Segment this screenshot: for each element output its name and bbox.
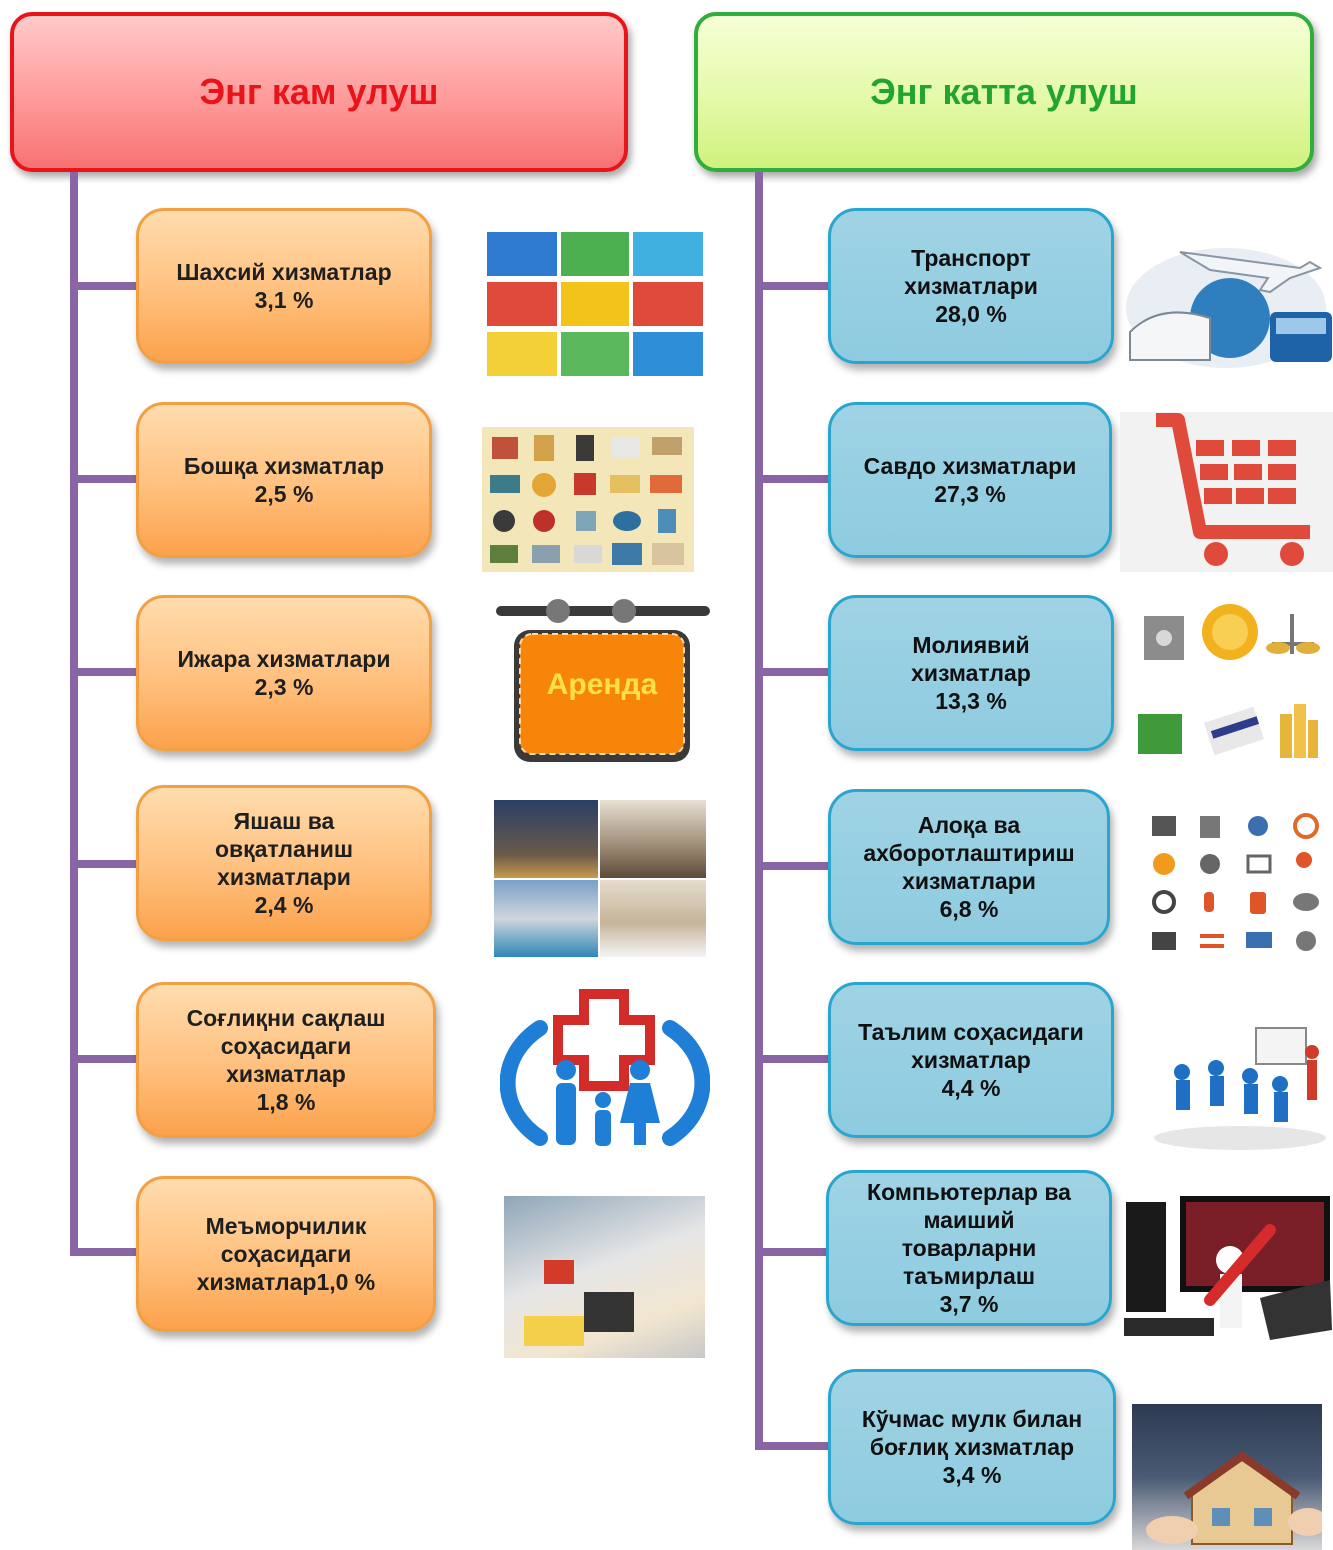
other-services-label: Бошқа хизматлар 2,5 % (183, 453, 385, 507)
repair-services-label: Компьютерлар ва маиший товарларни таъмир… (867, 1179, 1071, 1317)
right-connector-branch (755, 1248, 829, 1256)
washing-icon (487, 232, 557, 276)
healthcare-services-box: Соғлиқни сақлаш соҳасидаги хизматлар 1,8… (136, 982, 436, 1138)
hotel-photos (494, 800, 706, 957)
transport-picture (1120, 222, 1333, 377)
personal-services-label: Шахсий хизматлар 3,1 % (176, 259, 392, 313)
real-estate-services-label: Кўчмас мулк билан боғлиқ хизматлар 3,4 % (861, 1406, 1083, 1488)
accommodation-food-services-label: Яшаш ва овқатланиш хизматлари 2,4 % (214, 808, 354, 918)
hotel-exterior-photo (494, 800, 598, 878)
shopping-cart-picture (1120, 412, 1333, 572)
personal-services-box: Шахсий хизматлар 3,1 % (136, 208, 432, 364)
financial-icons (1132, 594, 1322, 774)
communication-services-label: Алоқа ва ахборотлаштириш хизматлари 6,8 … (863, 812, 1075, 922)
other-services-icons (482, 427, 694, 572)
header-largest-share: Энг катта улуш (694, 12, 1314, 172)
real-estate-services-box: Кўчмас мулк билан боғлиқ хизматлар 3,4 % (828, 1369, 1116, 1525)
hotel-room-photo (600, 880, 706, 957)
computer-repair-art (1124, 1196, 1332, 1340)
computer-repair-picture (1120, 1190, 1333, 1358)
financial-services-box: Молиявий хизматлар 13,3 % (828, 595, 1114, 751)
basket-icon (561, 332, 629, 376)
header-smallest-share: Энг кам улуш (10, 12, 628, 172)
financial-icons-art (1138, 604, 1320, 758)
repair-services-box: Компьютерлар ва маиший товарларни таъмир… (826, 1170, 1112, 1326)
left-connector-branch (70, 282, 138, 290)
financial-services-label: Молиявий хизматлар 13,3 % (911, 632, 1031, 714)
accommodation-food-services-box: Яшаш ва овқатланиш хизматлари 2,4 % (136, 785, 432, 941)
personal-services-icons (487, 232, 703, 376)
right-connector-branch (755, 668, 829, 676)
red-folder-icon (544, 1260, 574, 1284)
rent-sign-picture: Аренда (494, 594, 714, 770)
right-connector-branch (755, 1055, 829, 1063)
communication-services-box: Алоқа ва ахборотлаштириш хизматлари 6,8 … (828, 789, 1110, 945)
architecture-services-box: Меъморчилик соҳасидаги хизматлар1,0 % (136, 1176, 436, 1332)
header-smallest-share-label: Энг кам улуш (199, 71, 439, 112)
trade-services-box: Савдо хизматлари 27,3 % (828, 402, 1112, 558)
architecture-services-label: Меъморчилик соҳасидаги хизматлар1,0 % (196, 1213, 376, 1295)
healthcare-picture (500, 988, 710, 1158)
right-connector-branch (755, 282, 829, 290)
healthcare-services-label: Соғлиқни сақлаш соҳасидаги хизматлар 1,8… (186, 1005, 386, 1115)
right-connector-branch (755, 1442, 829, 1450)
jacket-icon (561, 282, 629, 326)
left-connector-branch (70, 1248, 138, 1256)
left-connector-branch (70, 475, 138, 483)
dryer-rack-icon (633, 282, 703, 326)
other-services-box: Бошқа хизматлар 2,5 % (136, 402, 432, 558)
rental-services-label: Ижара хизматлари 2,3 % (177, 646, 391, 700)
iron-icon (633, 232, 703, 276)
architecture-photo (504, 1196, 705, 1358)
other-services-icons-art (490, 435, 684, 565)
rent-sign-text: Аренда (546, 668, 658, 701)
rental-services-box: Ижара хизматлари 2,3 % (136, 595, 432, 751)
shirt-icon (487, 282, 557, 326)
right-connector-branch (755, 475, 829, 483)
right-connector-trunk (755, 172, 763, 1450)
family-health-icon (500, 989, 710, 1146)
header-largest-share-label: Энг катта улуш (870, 71, 1138, 112)
left-connector-branch (70, 860, 138, 868)
left-connector-branch (70, 668, 138, 676)
right-connector-branch (755, 862, 829, 870)
rent-sign-art (496, 599, 710, 762)
shopping-cart-icon (1156, 413, 1310, 566)
chart-papers-icon (524, 1316, 584, 1346)
transport-art (1126, 248, 1332, 368)
transport-services-label: Транспорт хизматлари 28,0 % (904, 245, 1038, 327)
house-in-hands-art (1146, 1451, 1322, 1545)
left-connector-trunk (70, 172, 78, 1256)
laundry-icon (561, 232, 629, 276)
education-picture (1152, 1020, 1327, 1152)
transport-services-box: Транспорт хизматлари 28,0 % (828, 208, 1114, 364)
washing-machine-icon (487, 332, 557, 376)
communication-icons-art (1152, 813, 1319, 951)
steam-iron-icon (633, 332, 703, 376)
restaurant-photo (600, 800, 706, 878)
real-estate-picture (1132, 1404, 1322, 1550)
pool-photo (494, 880, 598, 957)
trade-services-label: Савдо хизматлари 27,3 % (863, 453, 1077, 507)
communication-icons (1144, 810, 1326, 956)
education-services-label: Таълим соҳасидаги хизматлар 4,4 % (858, 1019, 1084, 1101)
classroom-icon (1154, 1027, 1326, 1150)
left-connector-branch (70, 1055, 138, 1063)
calculator-icon (584, 1292, 634, 1332)
education-services-box: Таълим соҳасидаги хизматлар 4,4 % (828, 982, 1114, 1138)
